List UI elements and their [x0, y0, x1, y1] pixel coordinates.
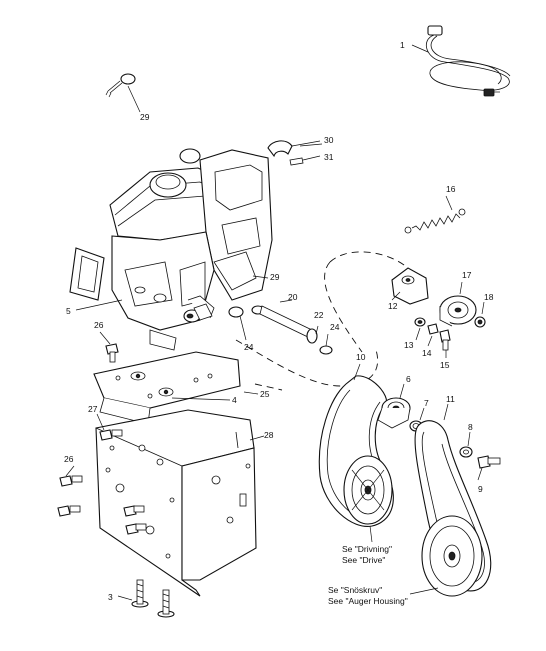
carriage-bolts: [117, 579, 175, 618]
callout-6: 6: [406, 374, 411, 384]
callout-18: 18: [484, 292, 494, 302]
clip-and-screw: [267, 140, 321, 166]
callout-29-engine: 29: [270, 272, 280, 282]
washer-and-bolt: [459, 431, 501, 481]
callout-30: 30: [324, 135, 334, 145]
belt-path: [235, 251, 411, 391]
callout-1: 1: [400, 40, 405, 50]
mounting-plate: [93, 351, 241, 425]
extension-cord: [411, 25, 511, 97]
engine: [69, 148, 273, 351]
callout-14: 14: [422, 348, 432, 358]
callout-28: 28: [264, 430, 274, 440]
callout-29-key: 29: [140, 112, 150, 122]
tension-spring: [404, 195, 466, 234]
screws: [57, 331, 147, 535]
callout-10: 10: [356, 352, 366, 362]
callout-8: 8: [468, 422, 473, 432]
idler-assembly: [391, 267, 486, 358]
drive-belt-and-pulley: [318, 363, 394, 543]
engine-pulley: [377, 383, 425, 432]
callout-4: 4: [232, 395, 237, 405]
callout-15: 15: [440, 360, 450, 370]
callout-26-bottom: 26: [64, 454, 74, 464]
callout-9: 9: [478, 484, 483, 494]
note-auger-english: See "Auger Housing": [328, 596, 408, 606]
callout-31: 31: [324, 152, 334, 162]
callout-26-top: 26: [94, 320, 104, 330]
callout-12: 12: [388, 301, 398, 311]
callout-17: 17: [462, 270, 472, 280]
callout-labels: 1 29 30 31 16 17 29 20 12 18 5 22 26 24 …: [64, 40, 494, 602]
callout-25: 25: [260, 389, 270, 399]
note-drive-swedish: Se "Drivning": [342, 544, 392, 554]
callout-20: 20: [288, 292, 298, 302]
callout-3: 3: [108, 592, 113, 602]
callout-leaders: [75, 143, 323, 441]
callout-11: 11: [446, 394, 455, 404]
callout-13: 13: [404, 340, 414, 350]
note-drive-english: See "Drive": [342, 555, 385, 565]
frame: [95, 409, 257, 597]
callout-5: 5: [66, 306, 71, 316]
callout-7: 7: [424, 398, 429, 408]
callout-22: 22: [314, 310, 324, 320]
callout-24-right: 24: [330, 322, 340, 332]
callout-27: 27: [88, 404, 98, 414]
note-auger-swedish: Se "Snöskruv": [328, 585, 382, 595]
callout-16: 16: [446, 184, 456, 194]
auger-belt-and-pulley: [409, 403, 492, 597]
callout-24-left: 24: [244, 342, 254, 352]
reference-notes: Se "Drivning" See "Drive" Se "Snöskruv" …: [328, 544, 408, 606]
ignition-key: [105, 73, 141, 113]
shaft-and-washers: [193, 299, 333, 355]
